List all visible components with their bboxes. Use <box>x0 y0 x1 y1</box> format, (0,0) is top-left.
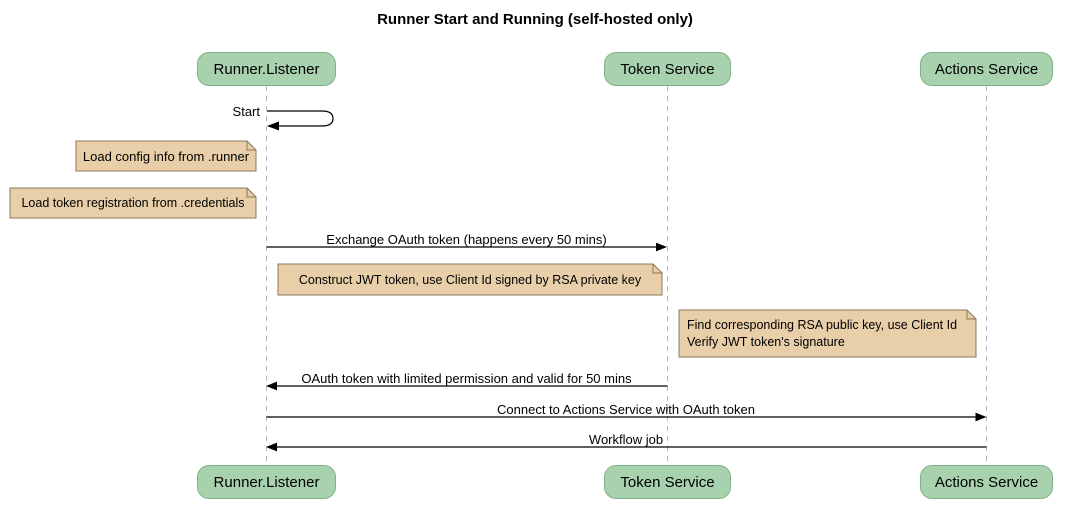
participant-label: Runner.Listener <box>213 60 320 78</box>
message-label-connect-actions: Connect to Actions Service with OAuth to… <box>497 402 755 417</box>
note-fold-verify-jwt <box>966 310 976 320</box>
note-shape-construct-jwt <box>277 263 663 296</box>
participant-actions-service-bottom: Actions Service <box>920 465 1053 499</box>
participant-label: Token Service <box>620 60 715 78</box>
note-shape-load-token-registration <box>9 187 257 219</box>
participant-runner-listener-bottom: Runner.Listener <box>197 465 336 499</box>
arrowhead-connect-actions <box>975 412 987 422</box>
participant-label: Actions Service <box>934 60 1039 78</box>
participant-actions-service-top: Actions Service <box>920 52 1053 86</box>
note-fold-construct-jwt <box>652 264 662 274</box>
participant-runner-listener-top: Runner.Listener <box>197 52 336 86</box>
arrowhead-exchange-oauth <box>656 242 667 252</box>
message-label-exchange-oauth: Exchange OAuth token (happens every 50 m… <box>326 232 607 247</box>
note-load-token-registration: Load token registration from .credential… <box>21 196 245 210</box>
note-construct-jwt: Construct JWT token, use Client Id signe… <box>298 272 642 287</box>
note-shape-load-config <box>75 140 257 172</box>
arrowhead-oauth-token-return <box>266 381 277 391</box>
participant-token-service-top: Token Service <box>604 52 731 86</box>
self-message-arrowhead <box>267 121 279 131</box>
note-shape-verify-jwt <box>678 309 977 358</box>
message-label-start: Start <box>232 104 260 119</box>
participant-label: Runner.Listener <box>213 473 320 491</box>
participant-label: Actions Service <box>934 473 1039 491</box>
arrowhead-workflow-job <box>266 442 277 452</box>
participant-label: Token Service <box>620 473 715 491</box>
message-label-oauth-token-return: OAuth token with limited permission and … <box>301 371 632 386</box>
note-verify-jwt: Find corresponding RSA public key, use C… <box>687 317 958 349</box>
note-fold-load-token-registration <box>246 188 256 198</box>
diagram-title: Runner Start and Running (self-hosted on… <box>377 11 693 28</box>
note-load-config: Load config info from .runner <box>82 148 250 164</box>
note-fold-load-config <box>246 141 256 151</box>
message-label-workflow-job: Workflow job <box>588 432 664 447</box>
participant-token-service-bottom: Token Service <box>604 465 731 499</box>
self-message-loop <box>267 110 334 127</box>
